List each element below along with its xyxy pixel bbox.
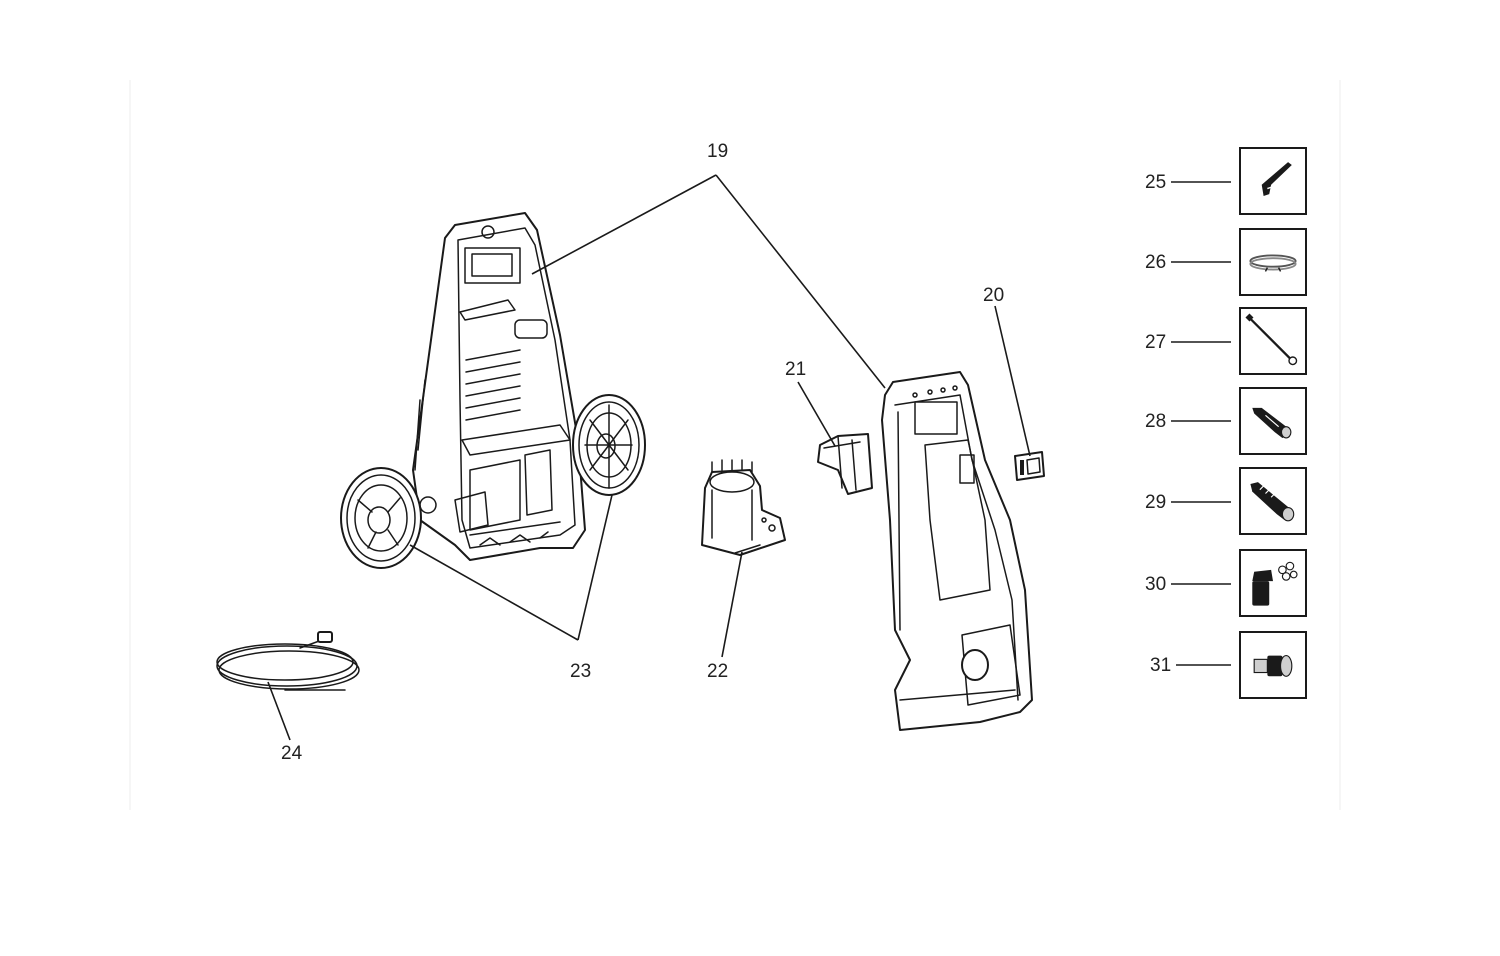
callout-24: 24 [281, 743, 303, 764]
accessory-box-29 [1239, 467, 1307, 535]
hose-connector-icon [1253, 655, 1293, 677]
callout-20: 20 [983, 285, 1005, 306]
accessory-label-31: 31 [1150, 655, 1172, 676]
turbo-nozzle-icon [1250, 482, 1295, 522]
accessory-label-26: 26 [1145, 252, 1167, 273]
leader-lines [267, 174, 1231, 741]
pump-base [701, 459, 786, 556]
accessory-box-27 [1239, 307, 1307, 375]
wheel-left [340, 467, 422, 569]
callout-23: 23 [570, 661, 592, 682]
switch [1014, 451, 1045, 481]
callout-21: 21 [785, 359, 807, 380]
accessory-label-30: 30 [1145, 574, 1167, 595]
foam-bottle-icon [1252, 561, 1298, 606]
switch-housing [817, 433, 873, 495]
spray-gun-icon [1261, 162, 1292, 197]
accessory-label-25: 25 [1145, 172, 1167, 193]
nozzle-icon [1252, 407, 1292, 439]
callout-22: 22 [707, 661, 729, 682]
accessory-box-30 [1239, 549, 1307, 617]
accessory-box-26 [1239, 228, 1307, 296]
lance-icon [1245, 313, 1298, 366]
callout-19: 19 [707, 141, 729, 162]
accessory-box-28 [1239, 387, 1307, 455]
hose-coil-icon [1249, 254, 1297, 272]
accessory-label-27: 27 [1145, 332, 1167, 353]
front-cover [881, 371, 1033, 731]
accessory-box-25 [1239, 147, 1307, 215]
accessory-box-31 [1239, 631, 1307, 699]
power-cord [216, 631, 360, 691]
rear-housing [412, 212, 586, 561]
accessory-label-29: 29 [1145, 492, 1167, 513]
wheel-right [572, 394, 646, 496]
accessory-label-28: 28 [1145, 411, 1167, 432]
